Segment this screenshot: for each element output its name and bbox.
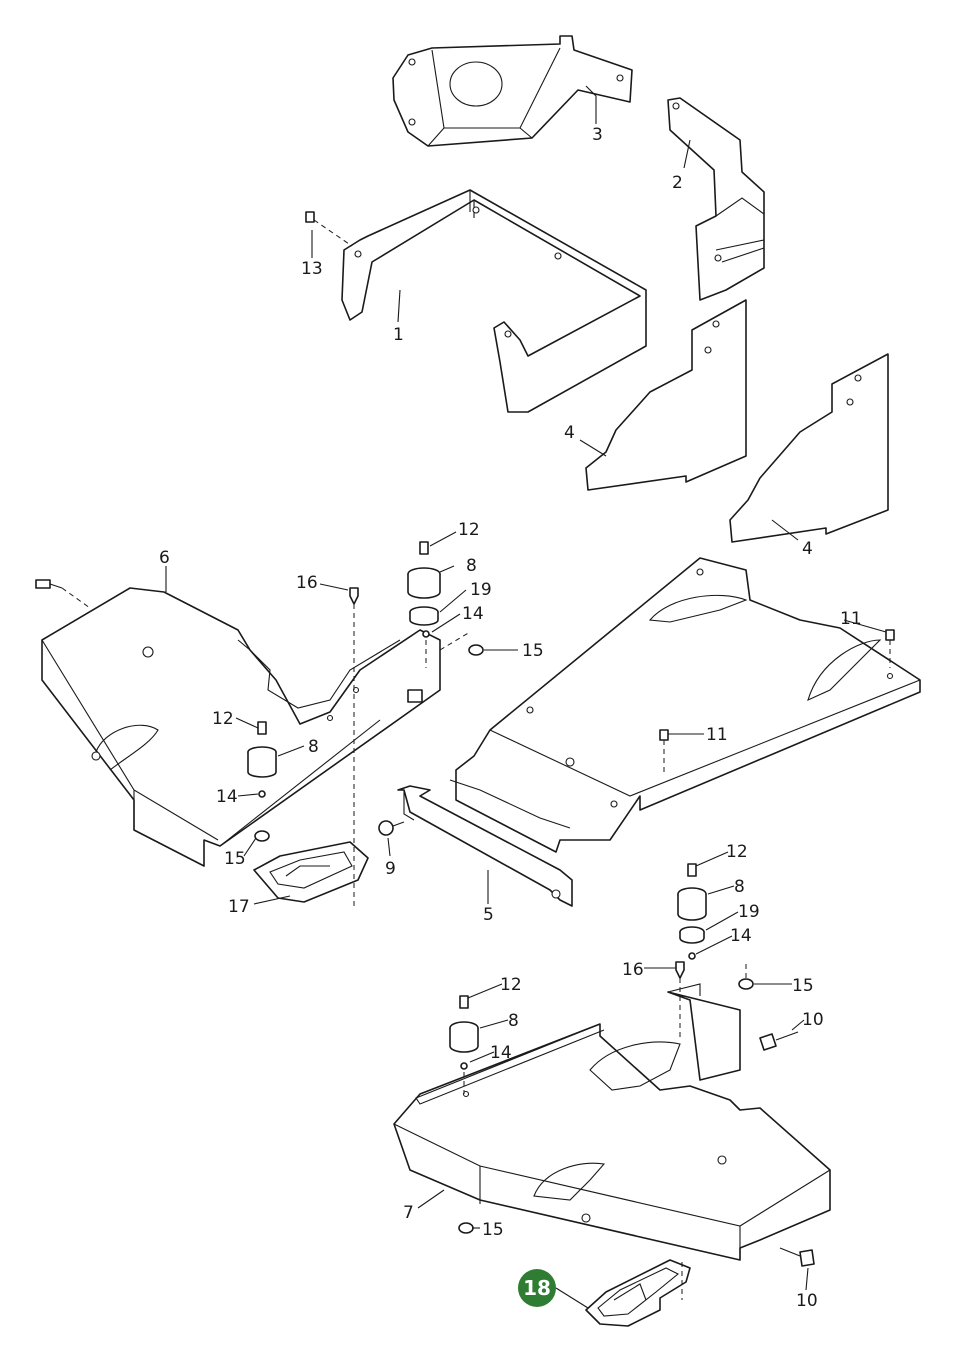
callout-4a: 4 [564,423,575,443]
part-4-plate-right [729,353,889,543]
mount-stack-left [247,721,277,842]
callout-5: 5 [483,905,494,925]
part-2-side-bracket [667,97,765,301]
callout-labels: 3 2 1 13 4 4 6 12 8 19 14 15 16 11 12 8 … [159,125,862,1311]
bolt-left-6 [35,579,91,609]
callout-15a: 15 [522,641,544,661]
callout-12d: 12 [500,975,522,995]
part-18-grommet-plate [585,1259,691,1327]
part-4-plate-left [585,299,747,491]
mount-stack-right [675,863,754,1040]
callout-14c: 14 [730,926,752,946]
nut-15-lower [458,1222,474,1234]
center-channel-deck [449,557,921,853]
callout-1: 1 [393,325,404,345]
callout-11b: 11 [706,725,728,745]
callout-11a: 11 [840,609,862,629]
callout-4b: 4 [802,539,813,559]
part-16-pin-left [349,587,359,906]
callout-12c: 12 [726,842,748,862]
part-9-bolt [378,820,405,836]
callout-12b: 12 [212,709,234,729]
callout-17: 17 [228,897,250,917]
part-3-top-shield [392,35,633,147]
callout-14d: 14 [490,1043,512,1063]
leader-lines [165,85,887,1309]
highlight-badge[interactable] [518,1269,556,1307]
callout-13: 13 [301,259,323,279]
callout-2: 2 [672,173,683,193]
part-5-bracket-strip [397,785,573,907]
callout-8d: 8 [508,1011,519,1031]
callout-19a: 19 [470,580,492,600]
callout-3: 3 [592,125,603,145]
mount-stack-upper-center [407,541,484,668]
callout-8c: 8 [734,877,745,897]
callout-8a: 8 [466,556,477,576]
part-13-screw [305,211,353,247]
callout-14b: 14 [216,787,238,807]
callout-7: 7 [403,1203,414,1223]
callout-16a: 16 [296,573,318,593]
callout-12a: 12 [458,520,480,540]
callout-8b: 8 [308,737,319,757]
highlight-callout-18[interactable]: 18 [518,1269,556,1307]
callout-14a: 14 [462,604,484,624]
part-7-right-deck-housing [393,983,831,1261]
highlight-badge-label: 18 [523,1276,551,1300]
part-11-screws [659,629,895,772]
callout-9: 9 [385,859,396,879]
callout-19b: 19 [738,902,760,922]
part-17-grommet-plate [253,841,369,903]
part-1-u-shroud [341,189,647,413]
callout-15c: 15 [792,976,814,996]
callout-6: 6 [159,548,170,568]
part-10-bolts [759,1031,815,1267]
callout-15d: 15 [482,1220,504,1240]
mount-stack-lower-center [449,995,479,1094]
part-6-left-deck-housing [41,587,441,867]
callout-16b: 16 [622,960,644,980]
callout-10b: 10 [796,1291,818,1311]
callout-10a: 10 [802,1010,824,1030]
callout-15b: 15 [224,849,246,869]
